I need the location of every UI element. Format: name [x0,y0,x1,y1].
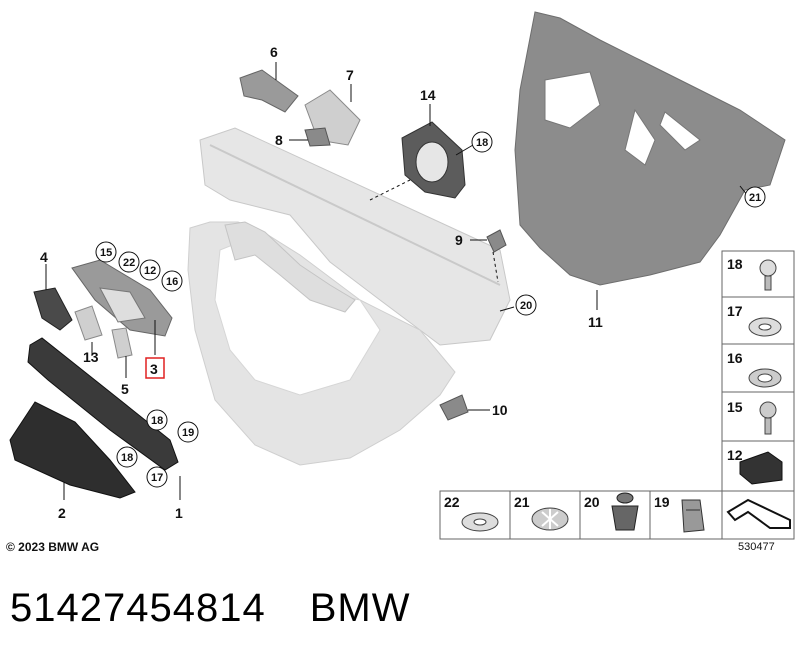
circle-label-12: 12 [139,259,161,281]
svg-text:18: 18 [151,415,163,427]
copyright-notice: © 2023 BMW AG [6,540,100,554]
label-10: 10 [492,402,508,418]
svg-text:21: 21 [749,192,761,204]
legend-clip-19 [681,499,705,533]
label-14: 14 [420,87,436,103]
legend-label-19: 19 [654,494,670,510]
label-9: 9 [455,232,463,248]
legend-bottom-row: 22 21 20 19 [439,490,795,540]
circle-label-22: 22 [118,251,140,273]
circle-label-19: 19 [177,421,199,443]
part-2-lower-trim [9,401,136,499]
part-9-clip [486,229,507,253]
label-1: 1 [175,505,183,521]
label-11: 11 [588,314,603,330]
label-8: 8 [275,132,283,148]
part-8-clip [304,127,331,147]
legend-screw-15 [759,401,777,435]
circle-label-17: 17 [146,466,168,488]
svg-text:18: 18 [476,137,488,149]
legend-nut-17 [748,317,782,337]
svg-text:22: 22 [123,257,135,269]
legend-label-18: 18 [727,256,743,272]
svg-text:19: 19 [182,427,194,439]
legend-star-washer-21 [531,507,569,531]
part-14-speaker-bracket [401,121,466,199]
part-4-trim [33,287,73,331]
svg-text:16: 16 [166,276,178,288]
svg-text:3: 3 [150,361,158,377]
part-caption: 51427454814 BMW [10,586,454,631]
label-6: 6 [270,44,278,60]
legend-label-15: 15 [727,399,743,415]
label-2: 2 [58,505,66,521]
leader-lines [45,62,749,500]
legend-arrow-symbol [726,498,791,529]
legend-label-16: 16 [727,350,743,366]
legend-screw-18 [759,259,777,291]
legend-label-22: 22 [444,494,460,510]
label-4: 4 [40,249,48,265]
legend-label-21: 21 [514,494,530,510]
legend-label-20: 20 [584,494,600,510]
svg-text:20: 20 [520,300,532,312]
legend-label-17: 17 [727,303,743,319]
sound-insulation-panel [514,11,786,286]
label-5: 5 [121,381,129,397]
part-13-cover [74,305,103,341]
highlighted-label-3: 3 [145,357,165,379]
circle-label-18a: 18 [471,131,493,153]
label-13: 13 [83,349,99,365]
legend-washer-16 [748,368,782,388]
label-7: 7 [346,67,354,83]
part-5-clip [111,327,133,359]
circle-label-18c: 18 [116,446,138,468]
svg-text:18: 18 [121,452,133,464]
legend-nut-22 [461,512,499,532]
part-10-cover [439,394,469,421]
svg-text:17: 17 [151,472,163,484]
circled-labels: 18 20 21 15 22 12 16 18 19 18 17 [95,131,766,488]
legend-label-12: 12 [727,447,743,463]
svg-text:12: 12 [144,265,156,277]
part-labels: 6 7 14 8 9 11 4 13 5 10 2 1 [40,44,603,521]
part-6-bracket [239,69,299,113]
brand-name: BMW [309,586,411,630]
circle-label-16: 16 [161,270,183,292]
circle-label-18b: 18 [146,409,168,431]
part-number: 51427454814 [10,586,266,630]
part-15-handle-frame [71,259,173,337]
door-trim-panel [187,127,511,466]
parts-diagram: 6 7 14 8 9 11 4 13 5 10 2 1 3 18 20 21 1… [9,11,795,540]
circle-label-20: 20 [515,294,537,316]
part-1-armrest-trim [27,337,179,471]
legend-right-column: 18 17 16 15 12 [721,250,795,492]
svg-text:15: 15 [100,247,112,259]
circle-label-21: 21 [744,186,766,208]
legend-nut-12 [739,451,783,485]
diagram-id: 530477 [738,541,775,553]
legend-clip-20 [611,492,639,531]
circle-label-15: 15 [95,241,117,263]
